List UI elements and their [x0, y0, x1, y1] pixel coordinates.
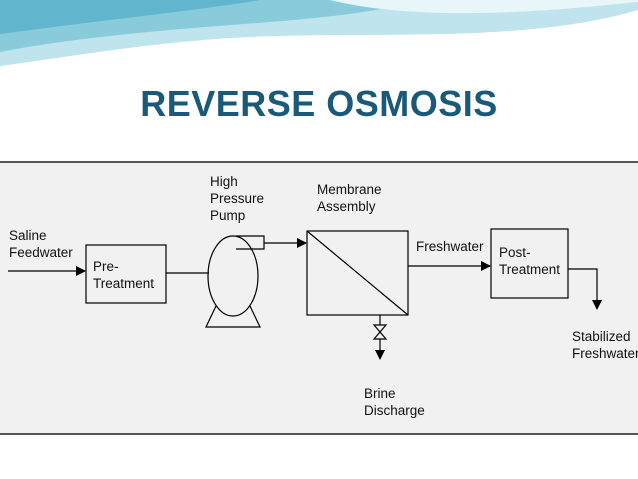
- diagram-graphics: [8, 228, 602, 360]
- process-diagram: Saline Feedwater Pre- Treatment High Pre…: [0, 161, 638, 435]
- label-membrane-assembly: Membrane Assembly: [317, 182, 382, 214]
- pump-base: [205, 305, 261, 328]
- post-outlet-line: [568, 268, 602, 310]
- label-stabilized-freshwater: Stabilized Freshwater: [572, 329, 638, 361]
- label-pre-treatment: Pre- Treatment: [93, 259, 155, 291]
- label-brine-discharge: Brine Discharge: [364, 386, 425, 418]
- label-saline-feedwater: Saline Feedwater: [9, 228, 73, 260]
- brine-valve: [372, 324, 388, 340]
- pump-body: [207, 235, 259, 317]
- slide-title: REVERSE OSMOSIS: [140, 83, 498, 124]
- label-high-pressure-pump: High Pressure Pump: [210, 174, 265, 223]
- membrane-box: [306, 230, 409, 316]
- post-treatment-box: [490, 228, 569, 299]
- header-wave-decoration: [0, 0, 638, 66]
- label-post-treatment: Post- Treatment: [499, 245, 561, 277]
- pre-treatment-box: [85, 244, 167, 304]
- label-freshwater: Freshwater: [416, 239, 484, 254]
- membrane-diagonal: [306, 230, 409, 316]
